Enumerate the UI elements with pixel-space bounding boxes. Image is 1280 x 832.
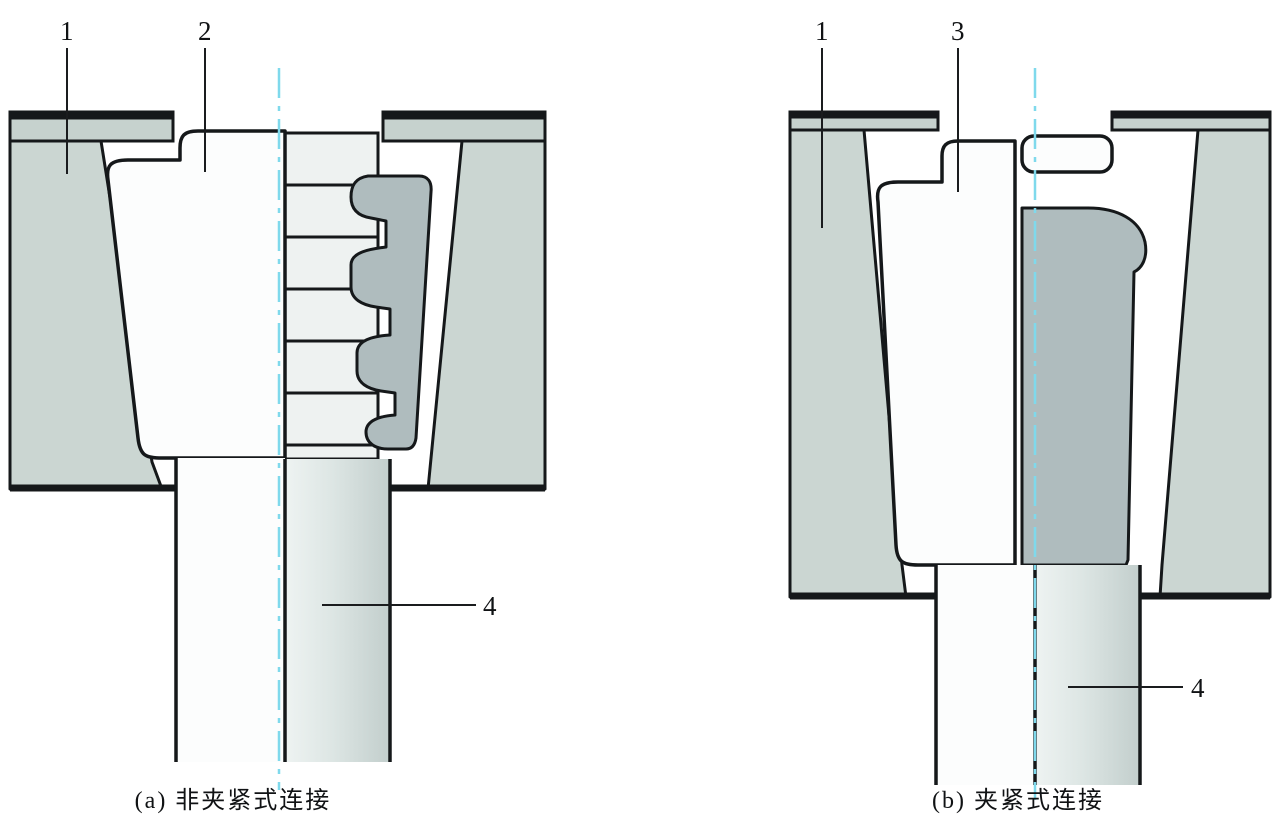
figure-a: 1 2 4 (a) 非夹紧式连接 xyxy=(8,16,547,814)
rod-shaded-half xyxy=(1035,565,1140,785)
callout-label-4b: 4 xyxy=(1191,673,1205,703)
clamp-collet xyxy=(1020,206,1148,567)
callout-label-2a: 2 xyxy=(198,16,212,46)
figure-b: 1 3 4 (b) 夹紧式连接 xyxy=(788,16,1272,814)
electrode-rod-a xyxy=(174,458,392,762)
callout-label-4a: 4 xyxy=(483,591,497,621)
tapered-plug-b xyxy=(875,139,1017,567)
rod-white-half xyxy=(176,458,285,762)
rod-white-half xyxy=(936,565,1035,785)
callout-label-3b: 3 xyxy=(951,16,965,46)
callout-label-1a: 1 xyxy=(60,16,74,46)
callout-label-1b: 1 xyxy=(815,16,829,46)
figure-a-caption: (a) 非夹紧式连接 xyxy=(135,787,332,814)
figure-b-caption: (b) 夹紧式连接 xyxy=(932,787,1104,814)
tapered-plug xyxy=(105,129,287,460)
clamp-collar xyxy=(1020,134,1114,174)
serrated-nut-insert xyxy=(349,174,433,451)
electrode-rod-b xyxy=(934,565,1142,785)
rod-shaded-half xyxy=(285,459,390,762)
